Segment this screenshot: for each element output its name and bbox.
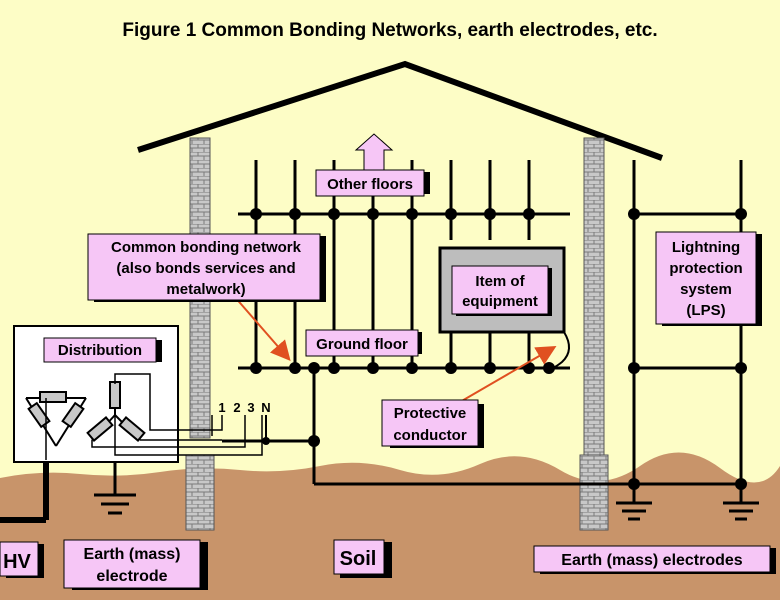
earth-symbol-lps-right	[723, 484, 759, 521]
cbn-pointer-arrow	[233, 295, 291, 362]
lps-text-line3: system	[680, 281, 732, 298]
upper-floor-joints	[250, 208, 535, 220]
protective-pointer-arrow	[459, 345, 557, 403]
terminal-n: N	[261, 400, 270, 415]
label-hv: HV	[0, 541, 44, 578]
lightning-protection-system	[632, 160, 743, 500]
protective-text-line2: conductor	[393, 427, 466, 444]
label-soil: Soil	[333, 539, 392, 578]
brick-foundation-left	[185, 454, 215, 531]
label-lps: Lightning protection system (LPS)	[655, 231, 762, 326]
other-floors-arrow	[354, 133, 394, 173]
other-floors-text: Other floors	[327, 176, 413, 193]
lps-text-line2: protection	[669, 260, 742, 277]
terminal-3: 3	[247, 400, 254, 415]
delta-winding	[25, 391, 87, 447]
label-protective-conductor: Protective conductor	[381, 399, 484, 448]
brick-foundation-right	[579, 454, 609, 531]
label-ground-floor: Ground floor	[305, 329, 422, 357]
distribution-text: Distribution	[58, 342, 142, 359]
figure-title: Figure 1 Common Bonding Networks, earth …	[122, 20, 657, 41]
cbn-text-line2: (also bonds services and	[116, 260, 295, 277]
ground-floor-text: Ground floor	[316, 336, 408, 353]
label-distribution: Distribution	[43, 337, 162, 363]
earth-electrodes-text: Earth (mass) electrodes	[561, 552, 743, 569]
hv-text: HV	[3, 551, 31, 573]
cbn-text-line3: metalwork)	[166, 281, 245, 298]
label-common-bonding-network: Common bonding network (also bonds servi…	[87, 233, 326, 302]
protective-text-line1: Protective	[394, 405, 467, 422]
label-item-of-equipment: Item of equipment	[451, 265, 552, 316]
distribution-outputs	[91, 373, 263, 456]
item-text-line2: equipment	[462, 293, 538, 310]
label-earth-electrodes: Earth (mass) electrodes	[533, 545, 776, 574]
terminal-1: 1	[218, 400, 225, 415]
soil-text: Soil	[340, 548, 377, 570]
item-text-line1: Item of	[475, 273, 525, 290]
earth-electrode-text-line1: Earth (mass)	[84, 546, 181, 563]
label-earth-electrode: Earth (mass) electrode	[63, 539, 208, 590]
earth-symbol-lps-left	[616, 484, 652, 521]
cbn-text-line1: Common bonding network	[111, 239, 302, 256]
earth-electrode-text-line2: electrode	[96, 568, 167, 585]
lps-text-line1: Lightning	[672, 239, 740, 256]
terminal-2: 2	[233, 400, 240, 415]
lps-text-line4: (LPS)	[686, 302, 725, 319]
equipment-protective-wire	[548, 331, 570, 370]
ground-floor-joints	[250, 362, 555, 447]
roof	[137, 60, 664, 161]
terminals: 1 2 3 N	[218, 400, 271, 445]
label-other-floors: Other floors	[315, 169, 430, 197]
